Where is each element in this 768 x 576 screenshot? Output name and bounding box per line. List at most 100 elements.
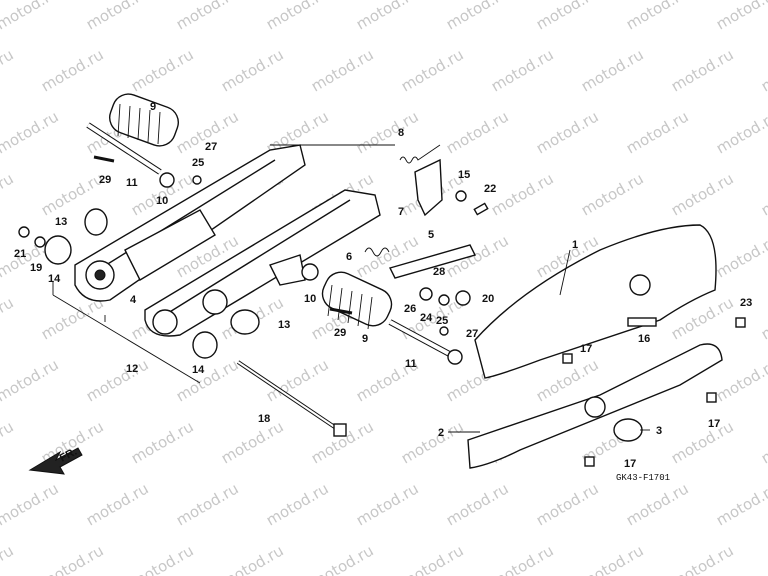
watermark-text: motod.ru: [0, 355, 62, 405]
callout-25b: 25: [436, 315, 448, 327]
watermark-text: motod.ru: [488, 45, 557, 95]
callout-11a: 11: [126, 177, 138, 189]
callout-28: 28: [433, 266, 445, 278]
callout-10a: 10: [156, 195, 168, 207]
watermark-text: motod.ru: [488, 541, 557, 576]
watermark-text: motod.ru: [0, 479, 62, 529]
watermark-text: motod.ru: [488, 169, 557, 219]
callout-23: 23: [740, 297, 752, 309]
watermark-text: motod.ru: [668, 169, 737, 219]
watermark-text: motod.ru: [308, 541, 377, 576]
callout-18: 18: [258, 413, 270, 425]
watermark-text: motod.ru: [0, 0, 62, 33]
callout-5: 5: [428, 229, 434, 241]
watermark-text: motod.ru: [758, 293, 768, 343]
watermark-text: motod.ru: [38, 45, 107, 95]
watermark-text: motod.ru: [623, 479, 692, 529]
watermark-text: motod.ru: [713, 0, 768, 33]
watermark-text: motod.ru: [668, 541, 737, 576]
callout-labels: 1 2 3 4 5 6 7 8 9 9 10 10 11 11 12 13 13…: [14, 101, 752, 470]
callout-27a: 27: [205, 141, 217, 153]
bushings: [44, 208, 260, 359]
watermark-text: motod.ru: [668, 417, 737, 467]
watermark-text: motod.ru: [713, 479, 768, 529]
watermark-text: motod.ru: [128, 541, 197, 576]
callout-14b: 14: [192, 364, 205, 376]
watermark-text: motod.ru: [83, 355, 152, 405]
watermark-text: motod.ru: [398, 417, 467, 467]
callout-17c: 17: [624, 458, 636, 470]
watermark-text: motod.ru: [398, 541, 467, 576]
watermark-text: motod.ru: [218, 45, 287, 95]
callout-4: 4: [130, 294, 137, 306]
pivot-pin-11-lower: [388, 319, 463, 365]
watermark-text: motod.ru: [578, 45, 647, 95]
callout-1: 1: [572, 239, 578, 251]
callout-26: 26: [404, 303, 416, 315]
watermark-text: motod.ru: [173, 355, 242, 405]
watermark-text: motod.ru: [398, 45, 467, 95]
watermark-text: motod.ru: [758, 417, 768, 467]
watermark-text: motod.ru: [758, 45, 768, 95]
callout-27b: 27: [466, 328, 478, 340]
callout-3: 3: [656, 425, 662, 437]
callout-17a: 17: [580, 343, 592, 355]
cover-cap-3: [613, 418, 643, 442]
callout-22: 22: [484, 183, 496, 195]
watermark-text: motod.ru: [0, 45, 17, 95]
swing-arm-front: [144, 189, 381, 337]
callout-13b: 13: [278, 319, 290, 331]
watermark-text: motod.ru: [263, 479, 332, 529]
callout-12: 12: [126, 363, 138, 375]
leader-lines: [52, 144, 650, 433]
watermark-text: motod.ru: [533, 107, 602, 157]
watermark-text: motod.ru: [173, 479, 242, 529]
footpeg-rubber-lower: [321, 271, 393, 330]
callout-17b: 17: [708, 418, 720, 430]
pivot-bolt-18: [236, 360, 347, 437]
chain-cover-upper: [474, 224, 717, 379]
callout-10b: 10: [304, 293, 316, 305]
watermark-text: motod.ru: [758, 169, 768, 219]
chain-cover-lower: [467, 343, 723, 469]
watermark-text: motod.ru: [353, 479, 422, 529]
spring-and-link: [364, 144, 477, 279]
callout-15: 15: [458, 169, 470, 181]
callout-2: 2: [438, 427, 444, 439]
watermark-text: motod.ru: [533, 0, 602, 33]
watermark-text: motod.ru: [443, 479, 512, 529]
watermark-text: motod.ru: [0, 293, 17, 343]
callout-25a: 25: [192, 157, 204, 169]
front-direction-arrow: FR.: [28, 446, 83, 475]
watermark-text: motod.ru: [0, 417, 17, 467]
watermark-text: motod.ru: [623, 107, 692, 157]
watermark-text: motod.ru: [83, 479, 152, 529]
watermark-text: motod.ru: [128, 417, 197, 467]
watermark-text: motod.ru: [308, 45, 377, 95]
callout-19: 19: [30, 262, 42, 274]
watermark-text: motod.ru: [0, 107, 62, 157]
callout-14a: 14: [48, 273, 61, 285]
watermark-text: motod.ru: [263, 355, 332, 405]
watermark-text: motod.ru: [443, 107, 512, 157]
watermark-text: motod.ru: [668, 45, 737, 95]
watermark-text: motod.ru: [263, 0, 332, 33]
watermark-text: motod.ru: [218, 541, 287, 576]
small-hardware: [18, 155, 746, 467]
callout-6: 6: [346, 251, 352, 263]
watermark-text: motod.ru: [578, 541, 647, 576]
watermark-text: motod.ru: [0, 169, 17, 219]
callout-16: 16: [638, 333, 650, 345]
watermark-text: motod.ru: [578, 169, 647, 219]
callout-13a: 13: [55, 216, 67, 228]
watermark-text: motod.ru: [713, 107, 768, 157]
watermark-text: motod.ru: [758, 541, 768, 576]
watermark-text: motod.ru: [38, 541, 107, 576]
watermark-text: motod.ru: [83, 0, 152, 33]
callout-24: 24: [420, 312, 433, 324]
footpeg-rubber-upper: [109, 93, 179, 147]
watermark-text: motod.ru: [713, 231, 768, 281]
callout-9a: 9: [150, 101, 156, 113]
callout-7: 7: [398, 206, 404, 218]
